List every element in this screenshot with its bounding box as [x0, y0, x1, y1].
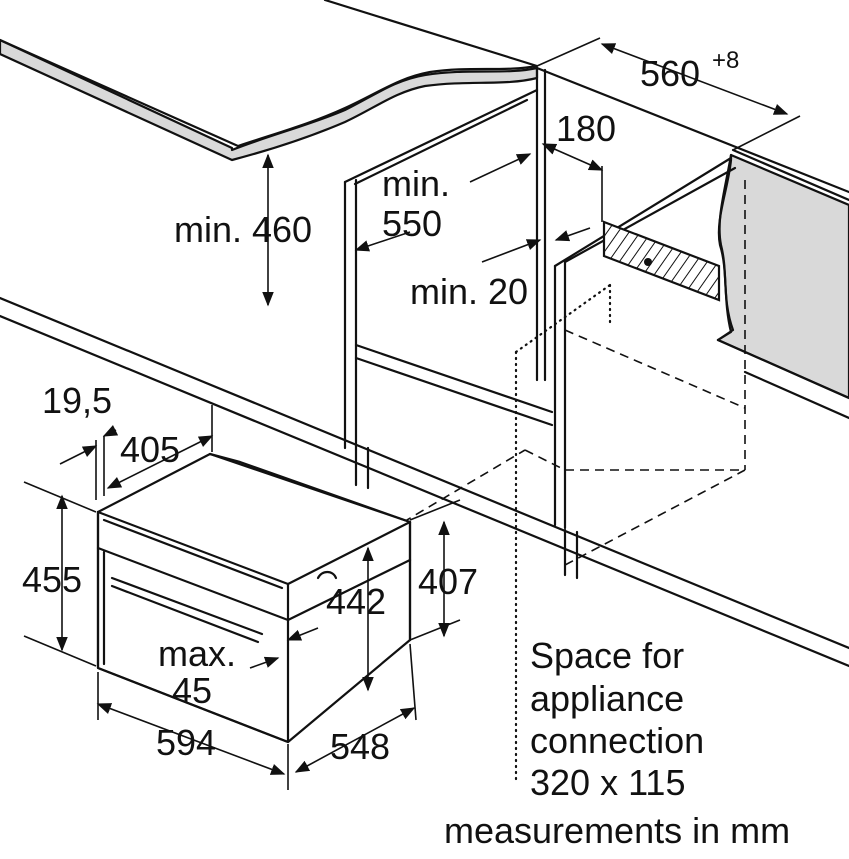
units-note: measurements in mm [444, 810, 790, 851]
dimension-lines [23, 37, 801, 790]
connection-note-line1: Space for [530, 635, 684, 676]
side-worktop-right [716, 148, 849, 420]
control-gap-prefix-label: max. [158, 633, 236, 674]
appliance-connection-area [514, 283, 612, 782]
dimension-labels: 560 +8 180 min. 550 min. 460 min. 20 19,… [22, 47, 739, 767]
front-height-label: 455 [22, 559, 82, 600]
connection-note: Space for appliance connection 320 x 115 [530, 635, 704, 803]
cabinet-frame [0, 66, 849, 668]
body-height-label: 442 [326, 581, 386, 622]
oven-body [96, 452, 412, 744]
vent-offset-label: 180 [556, 108, 616, 149]
connection-note-line2: appliance [530, 678, 684, 719]
cabinet-depth-label: 550 [382, 203, 442, 244]
body-depth-label: 548 [330, 726, 390, 767]
worktop-slab [0, 0, 539, 162]
niche-width-label: 560 [640, 53, 700, 94]
connection-note-line3: connection [530, 720, 704, 761]
rear-height-label: 407 [418, 561, 478, 602]
connection-note-line4: 320 x 115 [530, 762, 685, 803]
niche-width-tolerance-label: +8 [712, 47, 739, 74]
door-depth-label: 405 [120, 429, 180, 470]
rear-gap-label: min. 20 [410, 271, 528, 312]
trim-depth-label: 19,5 [42, 380, 112, 421]
ventilation-opening [602, 220, 721, 302]
front-width-label: 594 [156, 722, 216, 763]
control-gap-label: 45 [172, 670, 212, 711]
cabinet-depth-prefix-label: min. [382, 163, 450, 204]
worktop-height-label: min. 460 [174, 209, 312, 250]
